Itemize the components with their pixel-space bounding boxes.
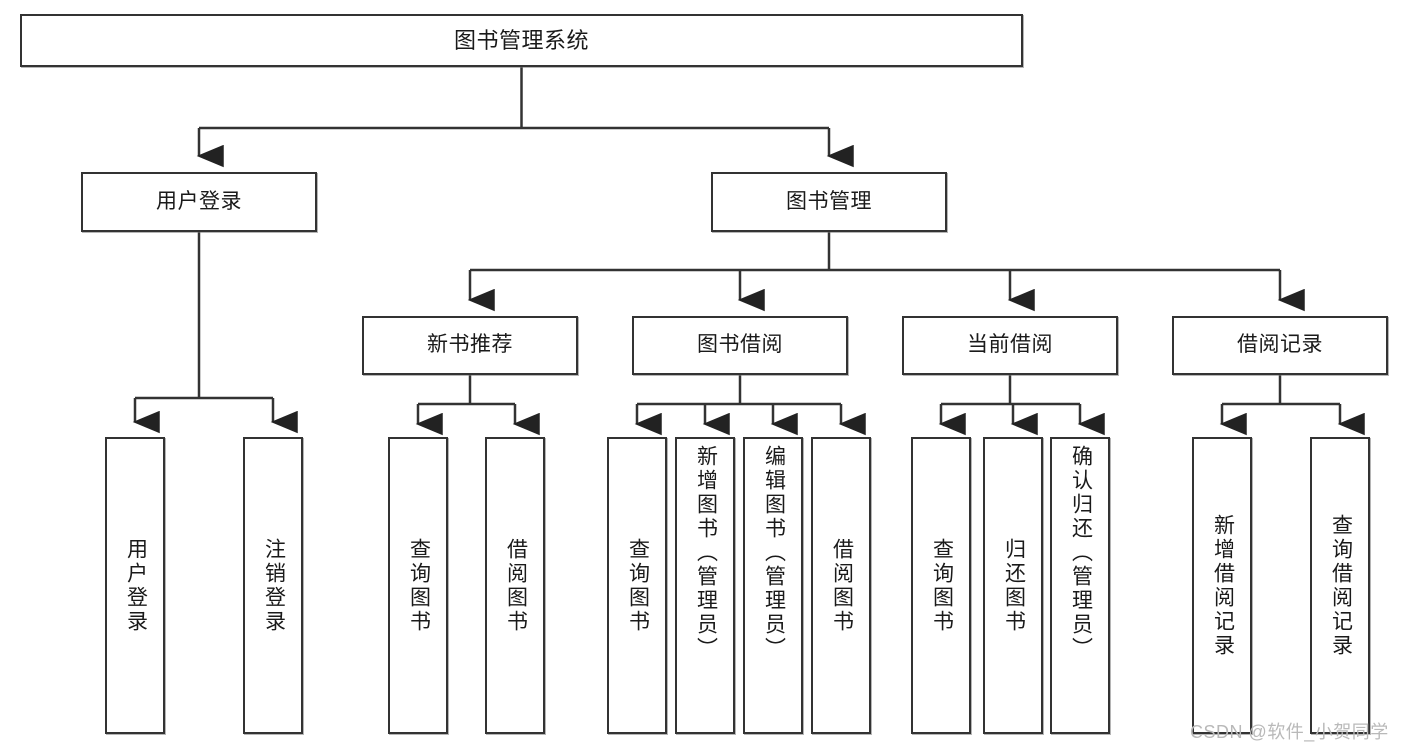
- node-book-borrow[interactable]: 图书借阅: [632, 316, 848, 375]
- node-leaf-add-record-label: 新增借阅记录: [1211, 513, 1235, 658]
- node-new-book-rec[interactable]: 新书推荐: [362, 316, 578, 375]
- node-leaf-query-book-2-label: 查询图书: [626, 537, 650, 634]
- node-book-borrow-label: 图书借阅: [697, 333, 783, 357]
- node-leaf-query-book-1[interactable]: 查询图书: [388, 437, 448, 734]
- node-leaf-logout-label: 注销登录: [262, 537, 286, 634]
- node-root[interactable]: 图书管理系统: [20, 14, 1023, 67]
- node-leaf-add-book-label: 新增图书（管理员）: [694, 445, 718, 661]
- csdn-watermark: CSDN @软件_小贺同学: [1190, 722, 1389, 742]
- node-leaf-query-book-3-label: 查询图书: [930, 537, 954, 634]
- node-book-manage[interactable]: 图书管理: [711, 172, 947, 232]
- node-leaf-return-book-label: 归还图书: [1002, 537, 1026, 634]
- node-leaf-borrow-book-1[interactable]: 借阅图书: [485, 437, 545, 734]
- node-borrow-record[interactable]: 借阅记录: [1172, 316, 1388, 375]
- node-leaf-logout[interactable]: 注销登录: [243, 437, 303, 734]
- node-current-borrow[interactable]: 当前借阅: [902, 316, 1118, 375]
- node-current-borrow-label: 当前借阅: [967, 333, 1053, 357]
- node-leaf-confirm-return-label: 确认归还（管理员）: [1069, 445, 1093, 661]
- node-new-book-rec-label: 新书推荐: [427, 333, 513, 357]
- node-leaf-add-record[interactable]: 新增借阅记录: [1192, 437, 1252, 734]
- node-leaf-borrow-book-1-label: 借阅图书: [504, 537, 528, 634]
- node-user-login[interactable]: 用户登录: [81, 172, 317, 232]
- node-leaf-query-book-3[interactable]: 查询图书: [911, 437, 971, 734]
- node-leaf-query-record[interactable]: 查询借阅记录: [1310, 437, 1370, 734]
- node-leaf-edit-book-label: 编辑图书（管理员）: [762, 445, 786, 661]
- node-leaf-add-book[interactable]: 新增图书（管理员）: [675, 437, 735, 734]
- node-borrow-record-label: 借阅记录: [1237, 333, 1323, 357]
- node-user-login-label: 用户登录: [156, 189, 242, 213]
- node-leaf-query-book-2[interactable]: 查询图书: [607, 437, 667, 734]
- node-root-label: 图书管理系统: [453, 27, 589, 53]
- node-leaf-user-login-label: 用户登录: [124, 537, 148, 634]
- node-leaf-borrow-book-2[interactable]: 借阅图书: [811, 437, 871, 734]
- node-leaf-borrow-book-2-label: 借阅图书: [830, 537, 854, 634]
- node-leaf-user-login[interactable]: 用户登录: [105, 437, 165, 734]
- node-leaf-return-book[interactable]: 归还图书: [983, 437, 1043, 734]
- node-leaf-query-book-1-label: 查询图书: [407, 537, 431, 634]
- node-leaf-query-record-label: 查询借阅记录: [1329, 513, 1353, 658]
- node-book-manage-label: 图书管理: [786, 189, 872, 213]
- node-leaf-confirm-return[interactable]: 确认归还（管理员）: [1050, 437, 1110, 734]
- node-leaf-edit-book[interactable]: 编辑图书（管理员）: [743, 437, 803, 734]
